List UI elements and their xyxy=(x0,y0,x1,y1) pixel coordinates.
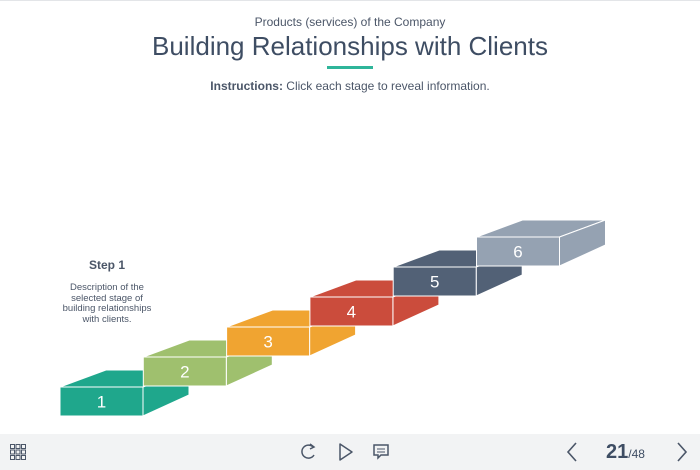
stage-label: 1 xyxy=(97,393,106,412)
step-info-title: Step 1 xyxy=(88,258,125,272)
total-pages: /48 xyxy=(628,447,645,461)
stage-front-face xyxy=(392,266,477,297)
page-counter: 21/48 xyxy=(606,441,645,464)
stage-label: 4 xyxy=(347,303,356,322)
next-icon[interactable] xyxy=(675,442,689,467)
stage-front-face xyxy=(226,326,311,357)
stage-front-face xyxy=(309,296,394,327)
menu-grid-icon[interactable] xyxy=(10,444,26,465)
page-title: Building Relationships with Clients xyxy=(152,31,548,61)
current-page: 21 xyxy=(606,441,629,463)
stage-front-face xyxy=(476,236,560,267)
play-icon[interactable] xyxy=(338,442,354,467)
stage-label: 2 xyxy=(180,363,189,382)
comment-icon[interactable] xyxy=(373,444,389,467)
stage-front-face xyxy=(59,386,144,417)
stage-label: 5 xyxy=(430,273,439,292)
step-info-description: Description of the selected stage of bui… xyxy=(62,282,152,325)
prev-icon[interactable] xyxy=(565,442,579,467)
replay-icon[interactable] xyxy=(300,442,318,467)
stage-6-button[interactable]: 6 xyxy=(476,219,606,267)
page-subtitle: Products (services) of the Company xyxy=(254,15,446,29)
instructions: Instructions: Click each stage to reveal… xyxy=(0,79,700,93)
stage-label: 6 xyxy=(513,243,522,262)
instructions-label: Instructions: xyxy=(210,79,283,93)
top-divider xyxy=(0,0,700,1)
stage-label: 3 xyxy=(263,333,272,352)
instructions-text: Click each stage to reveal information. xyxy=(282,79,490,93)
stage-front-face xyxy=(142,356,227,387)
stairs-diagram: 1 2 3 4 5 6 xyxy=(59,219,606,417)
title-accent-line xyxy=(327,66,373,69)
player-footer: 21/48 xyxy=(0,434,700,470)
